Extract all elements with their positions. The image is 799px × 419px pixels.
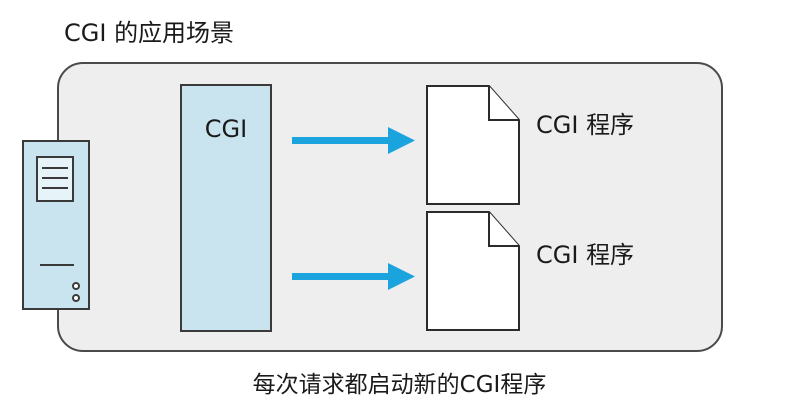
cgi-process-box: CGI: [180, 84, 272, 332]
document-page-icon: [426, 211, 520, 331]
arrow-right-icon: [292, 127, 415, 154]
server-panel: [36, 156, 74, 202]
diagram-caption: 每次请求都启动新的CGI程序: [252, 372, 547, 398]
cgi-program-label: CGI 程序: [536, 241, 635, 269]
cgi-label: CGI: [204, 115, 248, 143]
server-panel-line: [42, 167, 68, 169]
document-page-icon: [426, 85, 520, 205]
server-panel-line: [42, 187, 68, 189]
cgi-program-label: CGI 程序: [536, 111, 635, 139]
server-led-icon: [72, 294, 80, 302]
server-drive-slot: [40, 264, 74, 266]
diagram-title: CGI 的应用场景: [64, 19, 235, 47]
server-panel-line: [42, 177, 68, 179]
server-tower-icon: [22, 140, 90, 310]
process-container: [57, 62, 723, 352]
arrow-right-icon: [292, 263, 415, 290]
server-led-icon: [72, 282, 80, 290]
